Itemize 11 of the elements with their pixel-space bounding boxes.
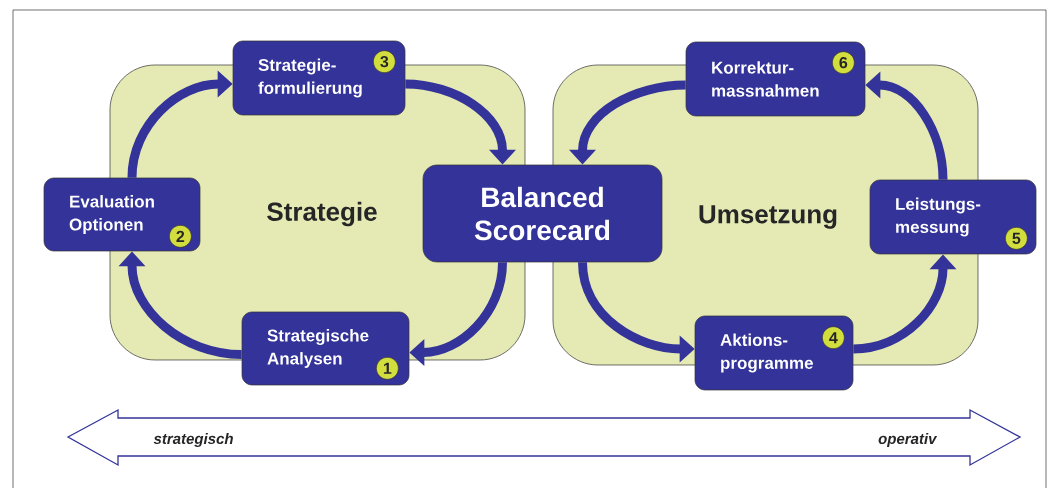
axis-label: operativ <box>878 433 938 447</box>
number-badge: 4 <box>822 326 845 349</box>
number-badge: 5 <box>1005 227 1028 250</box>
phase-title: Strategie <box>267 201 377 227</box>
number-badge: 6 <box>832 51 855 74</box>
number-badge: 1 <box>376 357 399 380</box>
axis-label: strategisch <box>153 433 233 447</box>
number-badge: 3 <box>373 50 396 73</box>
number-badge: 2 <box>169 225 192 248</box>
center-box: Balanced Scorecard <box>422 164 663 263</box>
phase-title: Umsetzung <box>699 205 837 229</box>
